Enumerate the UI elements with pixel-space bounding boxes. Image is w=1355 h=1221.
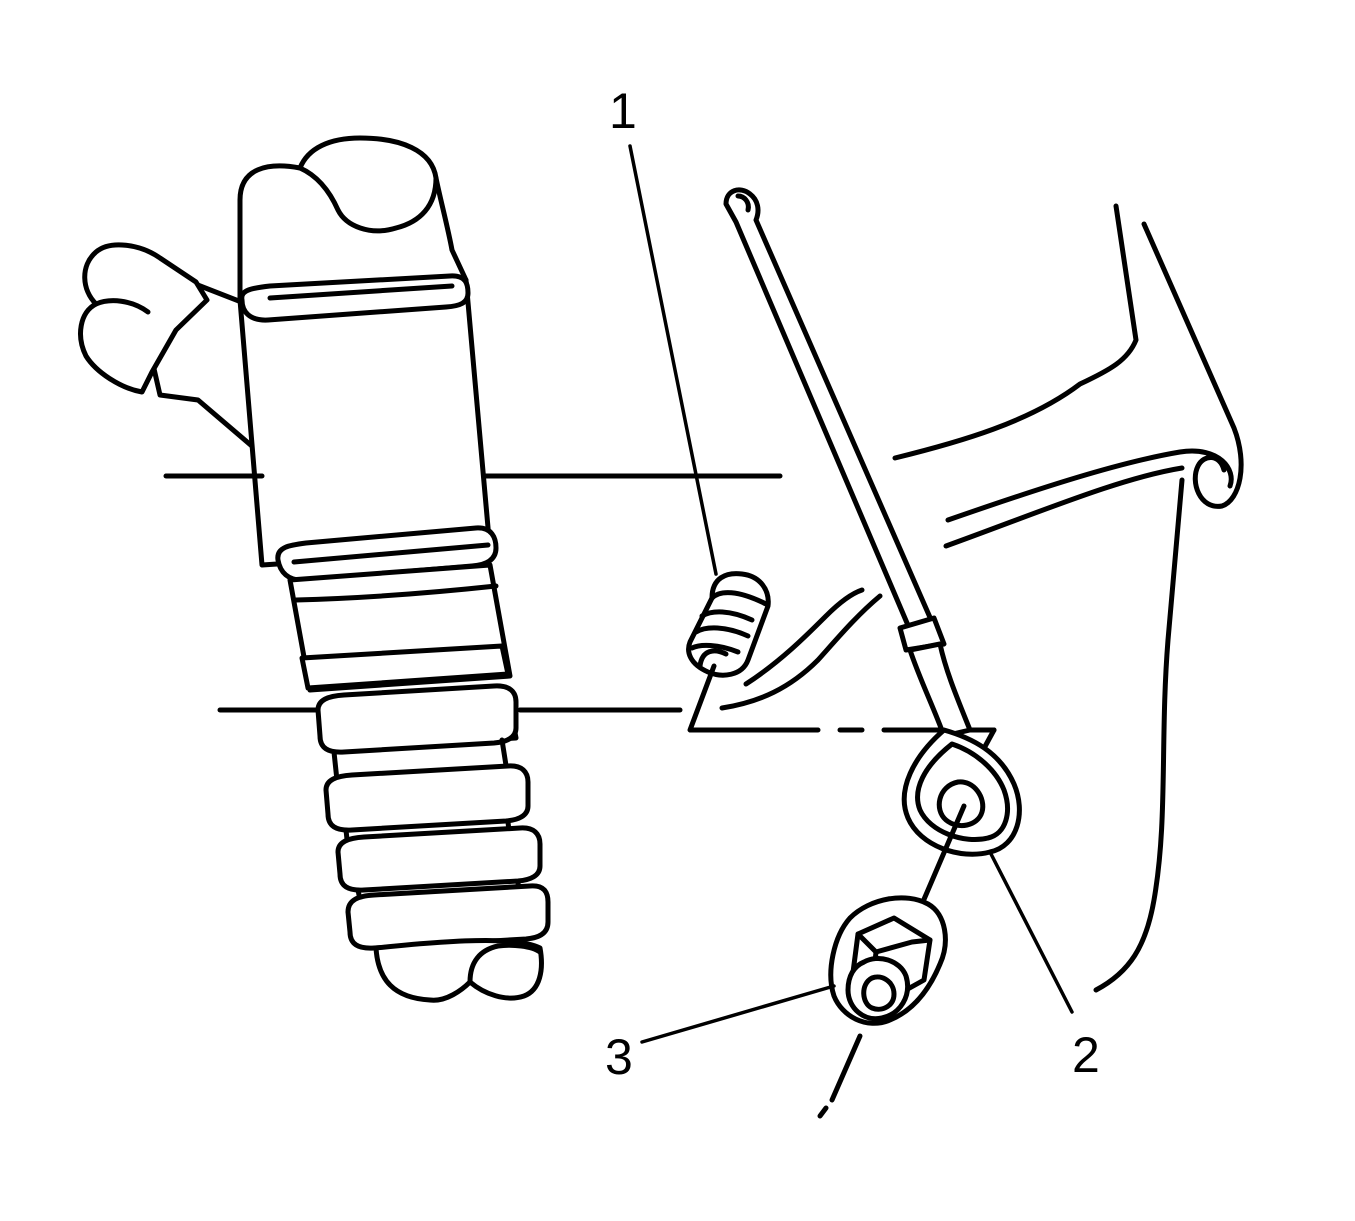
ground-wire-terminal [723,187,1022,857]
callout-leaders [628,144,1074,1044]
callout-1-leader [628,144,718,576]
callout-2-leader [988,850,1074,1014]
flange-nut [817,803,967,1119]
ground-stud [686,571,771,678]
harness-connector-assembly [78,135,551,1003]
callout-label-2: 2 [1072,1027,1100,1083]
reference-lines [163,473,783,713]
callout-3-leader [640,984,836,1044]
callout-label-3: 3 [605,1029,633,1085]
body-panel [719,203,1244,993]
callout-label-1: 1 [609,83,637,139]
